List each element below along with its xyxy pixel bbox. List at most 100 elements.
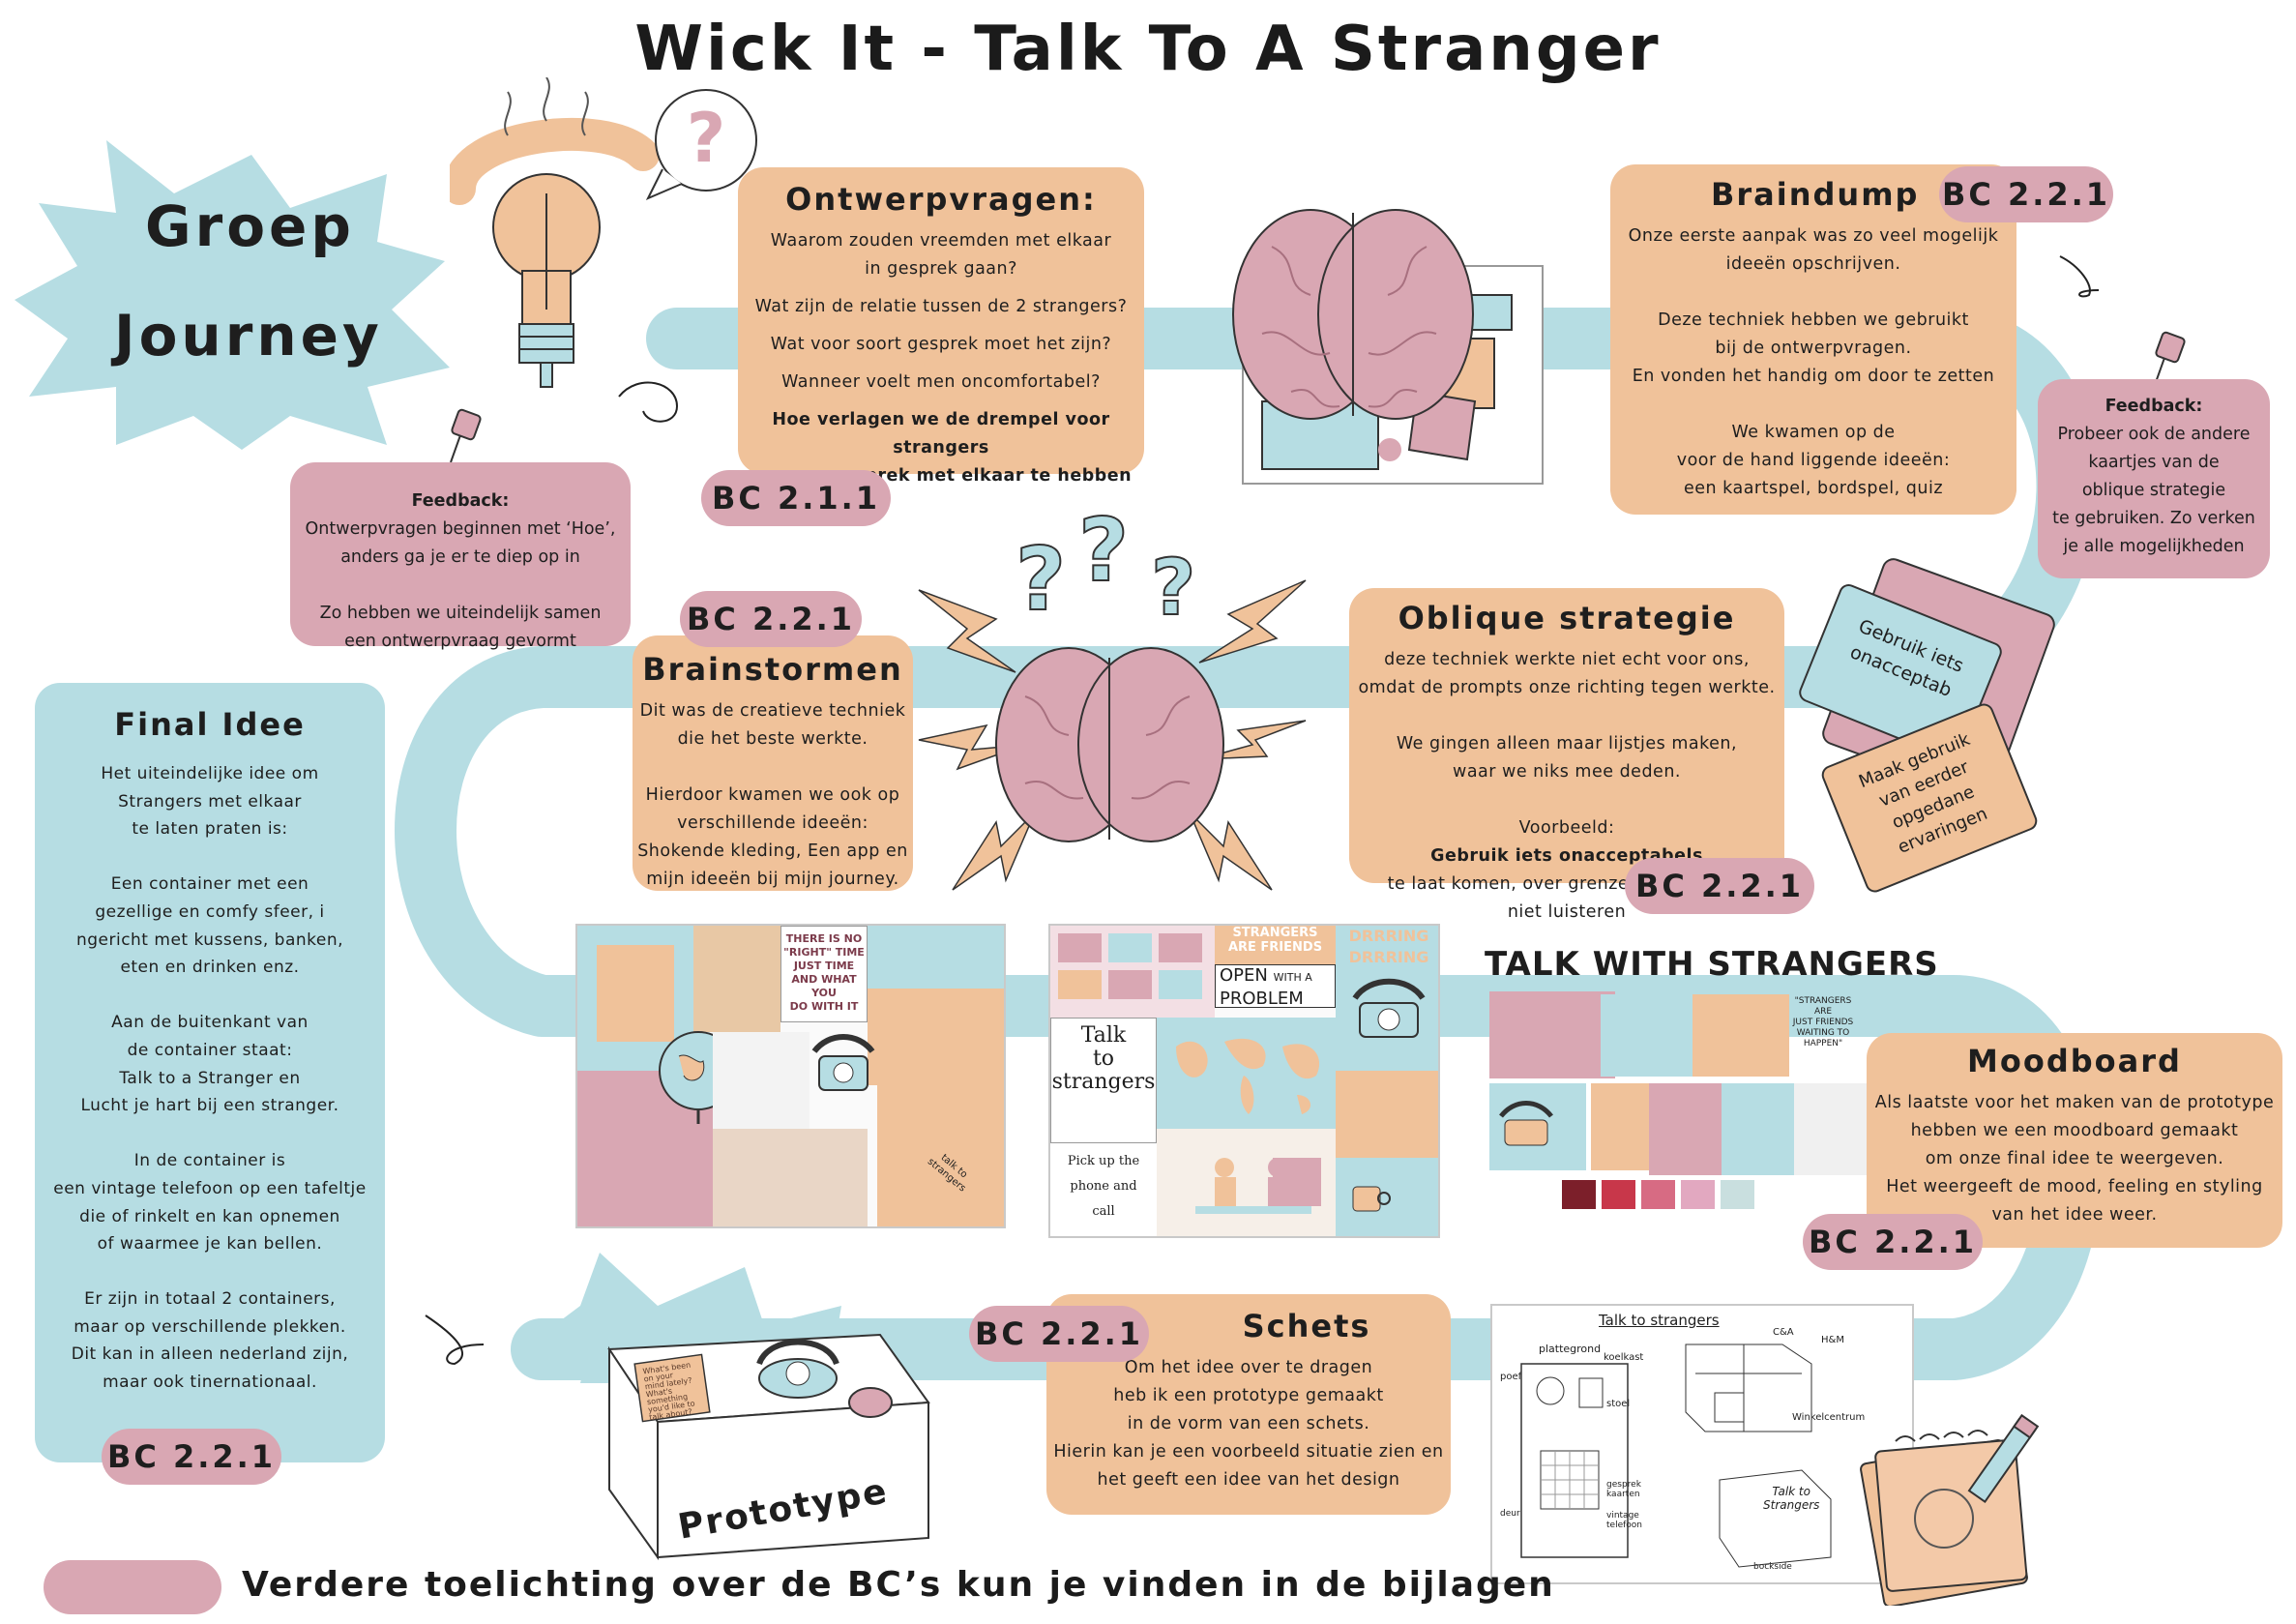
question-bubble-icon: ? [645, 89, 757, 200]
moodboard-text: Als laatste voor het maken van de protot… [1874, 1093, 2275, 1225]
legend-text: Verdere toelichting over de BC’s kun je … [242, 1565, 1555, 1605]
bc-badge-oblique: BC 2.2.1 [1625, 858, 1814, 914]
sketch-label: stoel [1606, 1399, 1631, 1409]
color-swatch-4 [1681, 1180, 1715, 1209]
collage-quote-note: THERE IS NO "RIGHT" TIME JUST TIME AND W… [780, 926, 868, 1022]
lightbulb-icon [450, 77, 660, 388]
telephone-icon [1352, 978, 1426, 1038]
prototype-card-text: What's been on your mind lately? What's … [642, 1360, 696, 1423]
bc-badge-final-idee: BC 2.2.1 [102, 1429, 281, 1485]
color-swatch-3 [1641, 1180, 1675, 1209]
collage-tile [1108, 970, 1152, 999]
sketch-label: bockside [1753, 1562, 1792, 1572]
collage-open-sign: OPEN WITH A PROBLEM [1215, 964, 1336, 1009]
sketch-label: deur [1500, 1509, 1520, 1519]
sketch-panel: Talk to strangers plattegrond koelkast p… [1490, 1304, 1914, 1584]
braindump-title: Braindump [1711, 176, 1920, 213]
final-idee-title: Final Idee [114, 706, 306, 743]
schets-title: Schets [1242, 1308, 1371, 1344]
collage-tile [1058, 933, 1102, 962]
oblique-text-1: deze techniek werkte niet echt voor ons,… [1358, 650, 1776, 838]
moodboard-heading: TALK WITH STRANGERS [1485, 945, 1939, 984]
brainstormen-title: Brainstormen [642, 651, 903, 688]
sketch-drawing [1520, 1343, 1832, 1568]
sketch-label: Winkelcentrum [1792, 1412, 1866, 1423]
inspiration-collage-1: THERE IS NO "RIGHT" TIME JUST TIME AND W… [575, 924, 1006, 1228]
bc-badge-brainstormen: BC 2.2.1 [680, 591, 862, 647]
prototype-illustration [542, 1253, 930, 1561]
moodboard-quote: "STRANGERS ARE JUST FRIENDS WAITING TO H… [1792, 996, 1854, 1048]
brain-icon [1232, 209, 1544, 485]
moodboard-image [1649, 1083, 1722, 1175]
braindump-text: Onze eerste aanpak was zo veel mogelijk … [1628, 226, 1999, 498]
ontwerpvragen-card: Ontwerpvragen: Waarom zouden vreemden me… [738, 167, 1144, 486]
moodboard-card: Moodboard Als laatste voor het maken van… [1867, 1033, 2282, 1248]
sketch-label: gesprek kaarten [1606, 1480, 1641, 1499]
sketch-title: Talk to strangers [1599, 1312, 1720, 1329]
final-idee-text: Het uiteindelijke idee om Strangers met … [53, 764, 367, 1393]
sketch-label: koelkast [1604, 1352, 1644, 1363]
brainstormen-text: Dit was de creatieve techniek die het be… [637, 701, 908, 889]
swirl-decoration [425, 1314, 485, 1366]
open-word: OPEN [1220, 965, 1268, 986]
with-a-word: WITH A [1273, 971, 1312, 984]
sketch-label: H&M [1821, 1335, 1844, 1345]
ontwerpvraag-3: Wat voor soort gesprek moet het zijn? [770, 335, 1112, 354]
swirl-decoration [2059, 255, 2100, 298]
collage-cabin-image [868, 989, 1004, 1085]
moodboard-image [1722, 1083, 1794, 1175]
collage-strangers-friends: STRANGERS ARE FRIENDS [1215, 926, 1336, 964]
moodboard-image [1794, 1083, 1867, 1175]
feedback-left-title: Feedback: [411, 491, 510, 511]
feedback-right-text: Probeer ook de andere kaartjes van de ob… [2052, 425, 2255, 556]
svg-text:?: ? [1151, 543, 1195, 633]
ontwerpvraag-2: Wat zijn de relatie tussen de 2 stranger… [754, 297, 1128, 316]
oblique-card: Oblique strategie deze techniek werkte n… [1349, 588, 1784, 922]
svg-text:?: ? [1078, 503, 1129, 602]
feedback-left-text: Ontwerpvragen beginnen met ‘Hoe’, anders… [305, 519, 616, 651]
svg-text:?: ? [687, 99, 726, 178]
group-journey-title-2: Journey [114, 303, 383, 369]
problem-word: PROBLEM [1220, 989, 1304, 1009]
collage-sign-image [877, 1085, 1004, 1226]
legend-bc-marker [44, 1560, 221, 1614]
ontwerpvragen-title: Ontwerpvragen: [785, 181, 1097, 218]
collage-room-image [693, 926, 780, 1032]
bc-badge-moodboard: BC 2.2.1 [1803, 1214, 1983, 1270]
collage-people-image [713, 1032, 809, 1129]
telephone-icon [811, 1034, 875, 1091]
sketch-label: poef [1500, 1372, 1522, 1382]
moodboard-title: Moodboard [1967, 1043, 2182, 1079]
bc-badge-ontwerpvragen: BC 2.1.1 [701, 470, 891, 526]
page-title: Wick It - Talk To A Stranger [634, 14, 1662, 85]
collage-tile [1159, 933, 1202, 962]
feedback-right-title: Feedback: [2105, 397, 2203, 416]
bc-badge-braindump: BC 2.2.1 [1939, 166, 2113, 222]
world-map-icon [1176, 1038, 1320, 1114]
ontwerpvraag-1: Waarom zouden vreemden met elkaar in ges… [770, 231, 1112, 279]
collage-alley-image [713, 1129, 868, 1226]
moodboard-image [1693, 994, 1789, 1077]
sketch-label: C&A [1773, 1327, 1794, 1338]
starburst-shape [15, 140, 450, 450]
collage-pickup-text: Pick up the phone and call [1050, 1143, 1157, 1236]
notepad-icon [1860, 1413, 2040, 1606]
feedback-card-left: Feedback: Ontwerpvragen beginnen met ‘Ho… [290, 462, 631, 651]
pushpin-icon [450, 408, 482, 463]
brainstormen-card: Brainstormen Dit was de creatieve techni… [633, 635, 913, 891]
swirl-decoration [618, 381, 679, 423]
feedback-card-right: Feedback: Probeer ook de andere kaartjes… [2038, 379, 2270, 578]
collage-tile [1159, 970, 1202, 999]
collage-store-image [1336, 1071, 1438, 1158]
collage-tile [1058, 970, 1102, 999]
braindump-card: Braindump Onze eerste aanpak was zo veel… [1610, 164, 2016, 515]
schets-text: Om het idee over te dragen heb ik een pr… [1053, 1358, 1444, 1490]
collage-tile [1108, 933, 1152, 962]
color-swatch-1 [1562, 1180, 1596, 1209]
brain-icon: ? ? ? [918, 503, 1307, 891]
bc-badge-schets: BC 2.2.1 [969, 1306, 1149, 1362]
moodboard-image [1489, 991, 1615, 1078]
sketch-label: plattegrond [1539, 1343, 1602, 1355]
telephone-icon [1499, 1101, 1553, 1146]
inspiration-collage-2: STRANGERS ARE FRIENDS OPEN WITH A PROBLE… [1048, 924, 1440, 1238]
